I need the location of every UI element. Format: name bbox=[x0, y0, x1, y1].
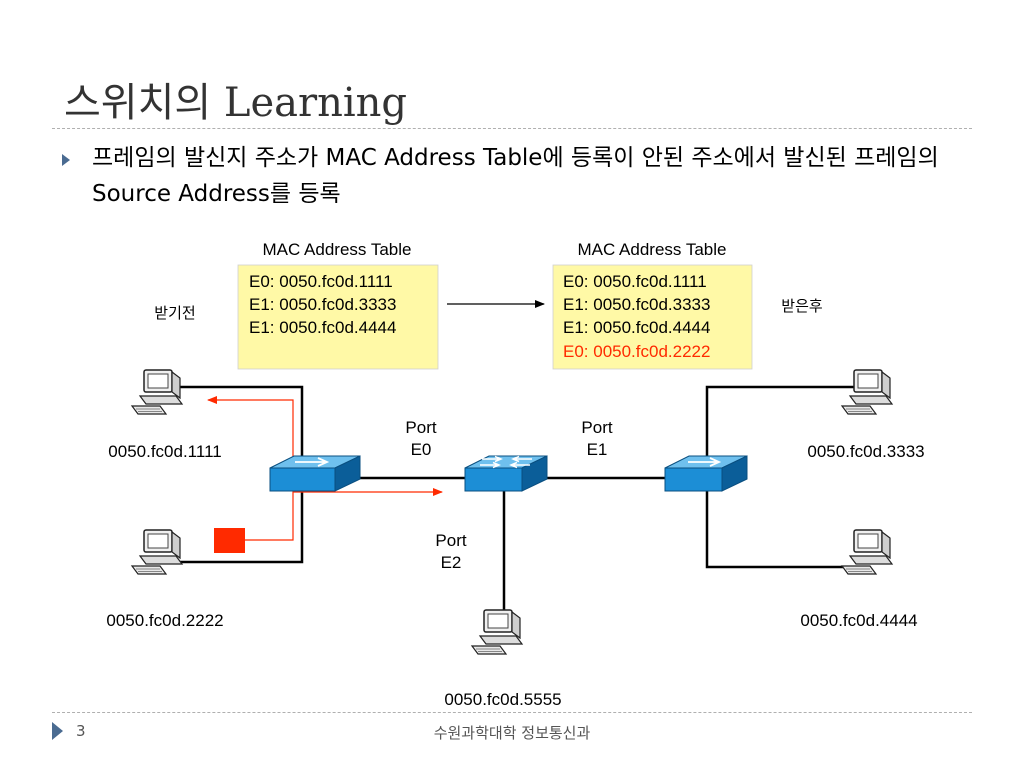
port-label: E0 bbox=[411, 440, 432, 459]
table-row: E0: 0050.fc0d.1111 bbox=[249, 272, 393, 291]
mac-table-after: MAC Address Table E0: 0050.fc0d.1111 E1:… bbox=[552, 240, 753, 370]
frame-icon bbox=[214, 528, 245, 553]
computer-icon bbox=[841, 529, 893, 575]
table-row: E1: 0050.fc0d.4444 bbox=[249, 318, 396, 337]
page-number: 3 bbox=[76, 722, 86, 740]
switch-left bbox=[269, 455, 361, 492]
mac-table-before: MAC Address Table E0: 0050.fc0d.1111 E1:… bbox=[237, 240, 439, 370]
table-heading: MAC Address Table bbox=[263, 240, 412, 259]
computer-icon bbox=[131, 369, 183, 415]
port-label: Port bbox=[435, 531, 466, 550]
computer-icon bbox=[841, 369, 893, 415]
host-address: 0050.fc0d.4444 bbox=[800, 611, 917, 630]
switch-arrow-icon bbox=[688, 457, 722, 467]
switch-arrow-icon bbox=[295, 457, 330, 467]
port-label: E1 bbox=[587, 440, 608, 459]
bullet-text: 프레임의 발신지 주소가 MAC Address Table에 등록이 안된 주… bbox=[92, 145, 939, 207]
port-label: Port bbox=[581, 418, 612, 437]
host-address: 0050.fc0d.1111 bbox=[108, 442, 221, 461]
after-label: 받은후 bbox=[781, 297, 823, 315]
slide-title: 스위치의 Learning bbox=[64, 80, 408, 126]
port-label: E2 bbox=[441, 553, 462, 572]
table-row: E1: 0050.fc0d.4444 bbox=[563, 318, 710, 337]
bullet-arrow-icon bbox=[62, 154, 70, 166]
footer-arrow-icon bbox=[52, 722, 63, 740]
footer-text: 수원과학대학 정보통신과 bbox=[433, 724, 591, 742]
port-label: Port bbox=[405, 418, 436, 437]
footer-divider bbox=[52, 712, 972, 713]
computer-icon bbox=[131, 529, 183, 575]
table-row-new: E0: 0050.fc0d.2222 bbox=[563, 342, 710, 361]
switch-cross-arrows-icon bbox=[480, 455, 532, 469]
host-address: 0050.fc0d.2222 bbox=[106, 611, 223, 630]
computer-icon bbox=[471, 609, 523, 655]
network-links bbox=[178, 385, 858, 612]
switch-center bbox=[464, 455, 548, 492]
before-label: 받기전 bbox=[154, 304, 195, 322]
table-row: E1: 0050.fc0d.3333 bbox=[249, 295, 396, 314]
table-row: E0: 0050.fc0d.1111 bbox=[563, 272, 707, 291]
title-divider bbox=[52, 128, 972, 129]
table-row: E1: 0050.fc0d.3333 bbox=[563, 295, 710, 314]
host-address: 0050.fc0d.5555 bbox=[444, 690, 561, 709]
switch-right bbox=[664, 455, 748, 492]
host-address: 0050.fc0d.3333 bbox=[807, 442, 924, 461]
table-heading: MAC Address Table bbox=[578, 240, 727, 259]
